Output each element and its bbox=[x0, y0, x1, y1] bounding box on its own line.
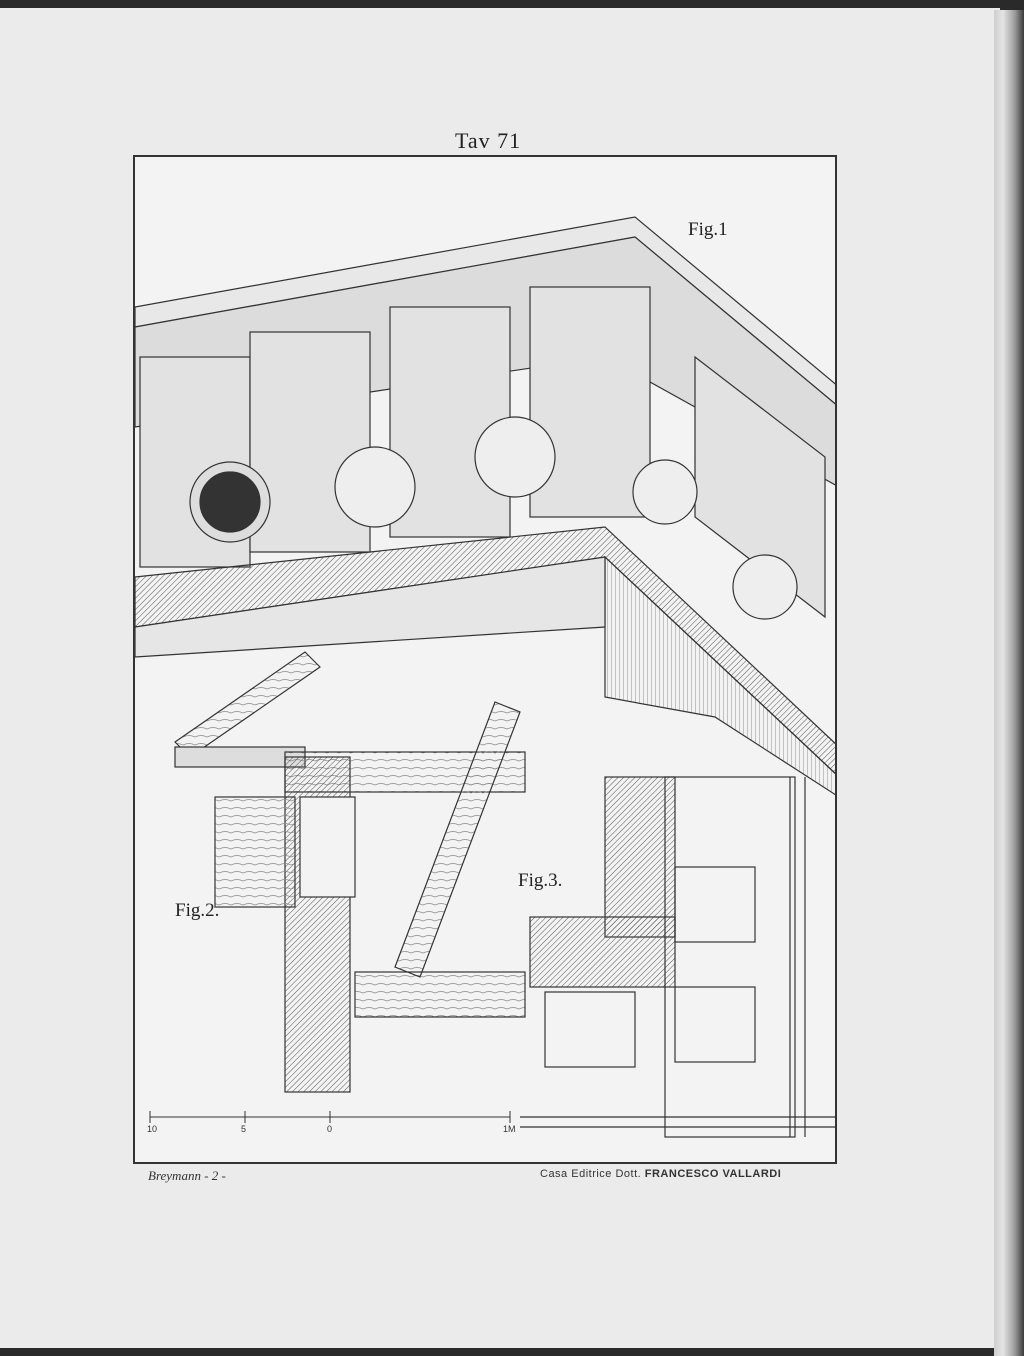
fig2-section bbox=[174, 651, 526, 1093]
fig1-label: Fig.1 bbox=[688, 219, 728, 240]
fig3-label: Fig.3. bbox=[518, 870, 563, 891]
scale-label-1m: 1M bbox=[503, 1124, 516, 1134]
fig1-cornice bbox=[135, 216, 835, 796]
plate-title: Tav 71 bbox=[455, 128, 522, 153]
author-credit: Breymann - 2 - bbox=[148, 1168, 226, 1183]
engraving-plate: Fig.1 Fig.2. Fig.3. 10 5 0 1M bbox=[133, 155, 837, 1164]
fig2-label: Fig.2. bbox=[175, 900, 220, 921]
scale-bar bbox=[149, 1111, 511, 1123]
publisher-prefix: Casa Editrice Dott. bbox=[540, 1168, 642, 1180]
publisher-name: FRANCESCO VALLARDI bbox=[644, 1168, 782, 1180]
scale-label-5: 5 bbox=[241, 1124, 247, 1134]
publisher-credit: Casa Editrice Dott. FRANCESCO VALLARDI bbox=[540, 1168, 781, 1180]
book-edge bbox=[994, 10, 1024, 1356]
scale-label-10: 10 bbox=[147, 1124, 158, 1134]
cornice-drawing bbox=[135, 216, 835, 1138]
scale-label-0: 0 bbox=[327, 1124, 333, 1134]
fig3-plan bbox=[520, 776, 835, 1138]
